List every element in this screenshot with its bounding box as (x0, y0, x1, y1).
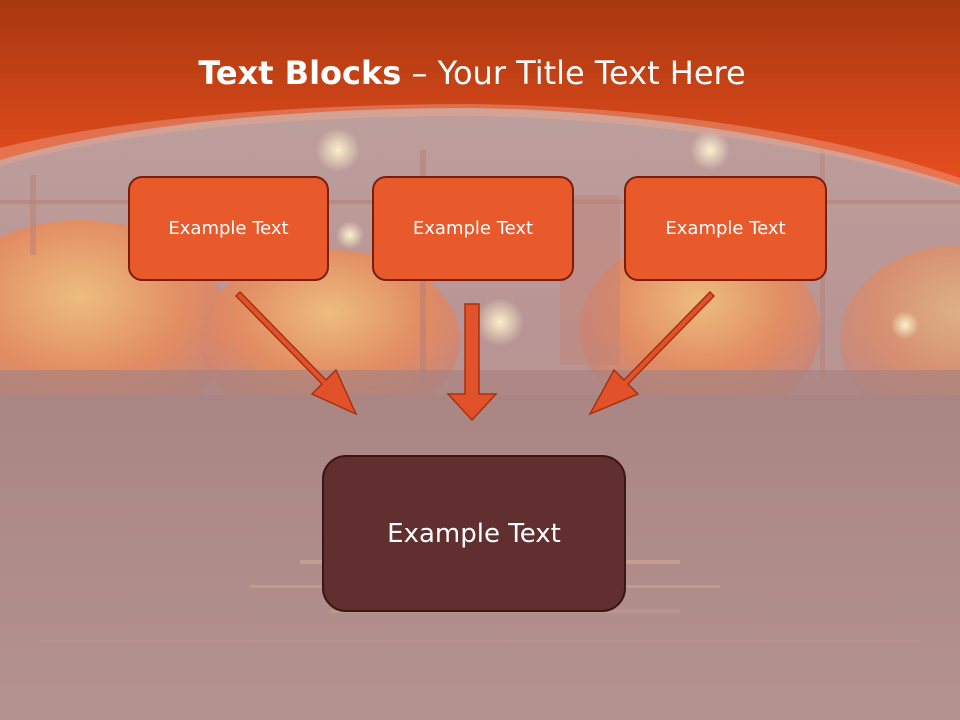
arrow-center-down (446, 303, 498, 422)
slide-title: Text Blocks – Your Title Text Here (0, 54, 944, 92)
slide-title-bold: Text Blocks (198, 54, 402, 92)
arrow-right-to-center (588, 290, 716, 416)
bottom-box[interactable]: Example Text (322, 455, 626, 612)
slide-title-rest: – Your Title Text Here (401, 54, 746, 92)
top-box-3[interactable]: Example Text (624, 176, 827, 281)
arrow-left-to-center (234, 290, 358, 416)
top-box-2[interactable]: Example Text (372, 176, 574, 281)
top-box-1[interactable]: Example Text (128, 176, 329, 281)
